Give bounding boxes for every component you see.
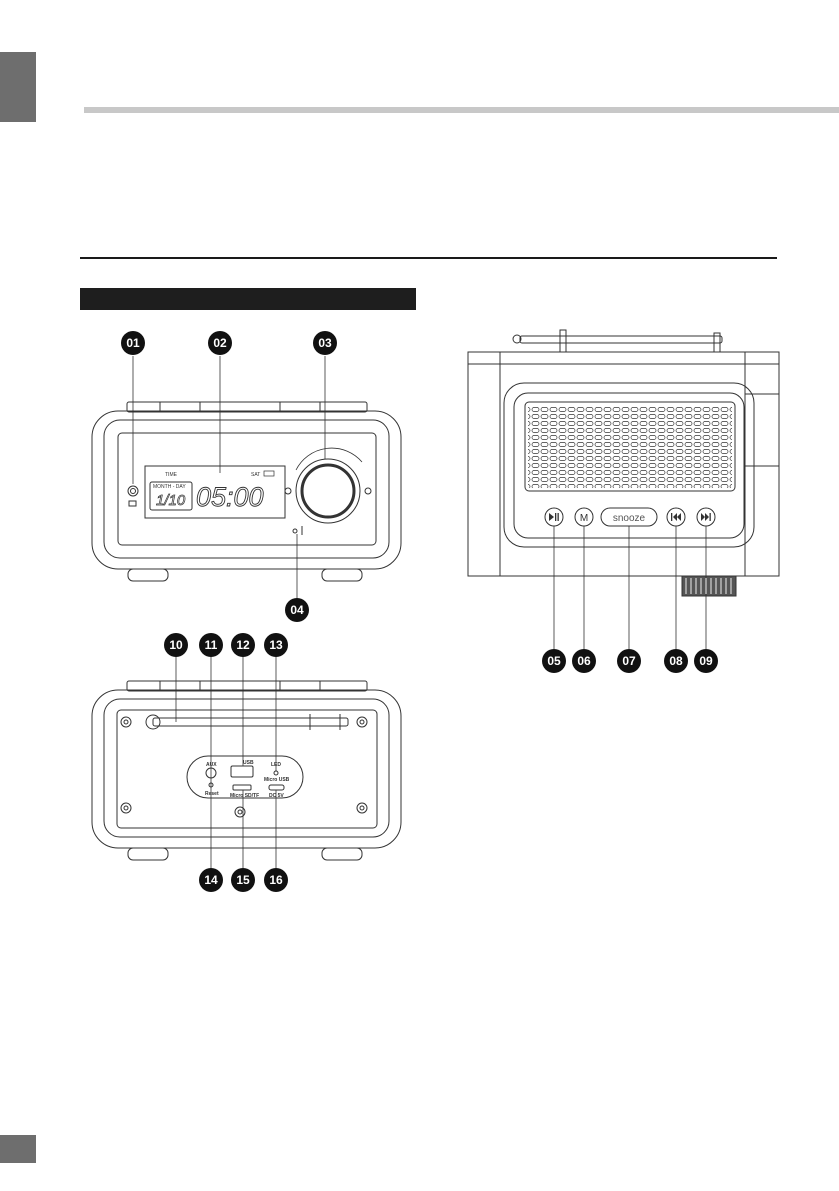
callout-01: 01 bbox=[121, 331, 145, 355]
front-view bbox=[91, 356, 402, 598]
rear-top-buttons bbox=[126, 680, 368, 692]
callout-08: 08 bbox=[664, 649, 688, 673]
callout-07: 07 bbox=[617, 649, 641, 673]
next-icon bbox=[701, 513, 711, 521]
screw bbox=[234, 806, 246, 818]
front-foot-right bbox=[321, 568, 363, 582]
display-date-box bbox=[149, 481, 193, 511]
usb-label: USB bbox=[243, 760, 254, 766]
callout-11: 11 bbox=[199, 633, 223, 657]
header-rule bbox=[84, 107, 839, 113]
front-foot-left bbox=[127, 568, 169, 582]
antenna-clip bbox=[559, 329, 567, 353]
rear-panel bbox=[116, 709, 378, 829]
micro-usb-port bbox=[268, 784, 285, 791]
screw bbox=[356, 802, 368, 814]
dc-label: DC 5V bbox=[269, 793, 284, 799]
callout-05: 05 bbox=[542, 649, 566, 673]
usb-port bbox=[230, 765, 254, 778]
display-date: 1/10 bbox=[156, 492, 186, 509]
front-mic-hole bbox=[292, 528, 298, 534]
front-panel bbox=[117, 432, 377, 546]
front-knob-outer bbox=[295, 458, 361, 524]
callout-16: 16 bbox=[264, 868, 288, 892]
callout-14: 14 bbox=[199, 868, 223, 892]
callout-06: 06 bbox=[572, 649, 596, 673]
play-pause-icon bbox=[549, 513, 559, 521]
rear-foot-right bbox=[321, 847, 363, 861]
rear-view bbox=[91, 655, 402, 868]
front-knob bbox=[300, 463, 356, 519]
screw bbox=[356, 716, 368, 728]
previous-icon bbox=[671, 513, 681, 521]
screw bbox=[120, 716, 132, 728]
rear-body bbox=[91, 689, 402, 849]
front-battery-mark bbox=[128, 500, 137, 507]
snooze-label: snooze bbox=[613, 513, 646, 524]
display-day-label: SAT bbox=[251, 472, 260, 478]
microsd-slot bbox=[232, 784, 252, 791]
callout-15: 15 bbox=[231, 868, 255, 892]
callout-13: 13 bbox=[264, 633, 288, 657]
callout-09: 09 bbox=[694, 649, 718, 673]
reset-label: Reset bbox=[205, 791, 219, 797]
micro-usb-label: Micro USB bbox=[264, 777, 290, 783]
led-indicator bbox=[273, 770, 279, 776]
mode-icon: M bbox=[580, 513, 588, 524]
section-rule bbox=[80, 257, 777, 259]
knob-plus-mark bbox=[364, 487, 372, 495]
microsd-label: Micro SD/TF bbox=[230, 793, 259, 799]
top-body bbox=[467, 351, 780, 577]
front-body bbox=[91, 410, 402, 570]
display-time: 05:00 bbox=[196, 482, 264, 512]
section-title-bar bbox=[80, 288, 416, 310]
screw bbox=[120, 802, 132, 814]
page-edge-tab bbox=[0, 52, 36, 122]
callout-03: 03 bbox=[313, 331, 337, 355]
aux-label: AUX bbox=[206, 762, 217, 768]
top-antenna bbox=[519, 335, 723, 344]
tuning-knob-edge bbox=[681, 575, 737, 597]
callout-02: 02 bbox=[208, 331, 232, 355]
knob-minus-mark bbox=[284, 487, 292, 495]
front-top-buttons bbox=[126, 401, 368, 413]
port-plate bbox=[186, 755, 304, 799]
display-month-day-label: MONTH - DAY bbox=[153, 484, 186, 490]
callout-12: 12 bbox=[231, 633, 255, 657]
front-sensor bbox=[127, 485, 139, 497]
callout-04: 04 bbox=[285, 598, 309, 622]
page-number-tab bbox=[0, 1135, 36, 1163]
display-time-label: TIME bbox=[165, 472, 178, 478]
antenna-pivot bbox=[145, 714, 161, 730]
rear-antenna bbox=[152, 717, 349, 727]
top-view bbox=[467, 329, 780, 649]
led-label: LED bbox=[271, 762, 281, 768]
callout-10: 10 bbox=[164, 633, 188, 657]
speaker-grille bbox=[524, 401, 736, 492]
rear-foot-left bbox=[127, 847, 169, 861]
